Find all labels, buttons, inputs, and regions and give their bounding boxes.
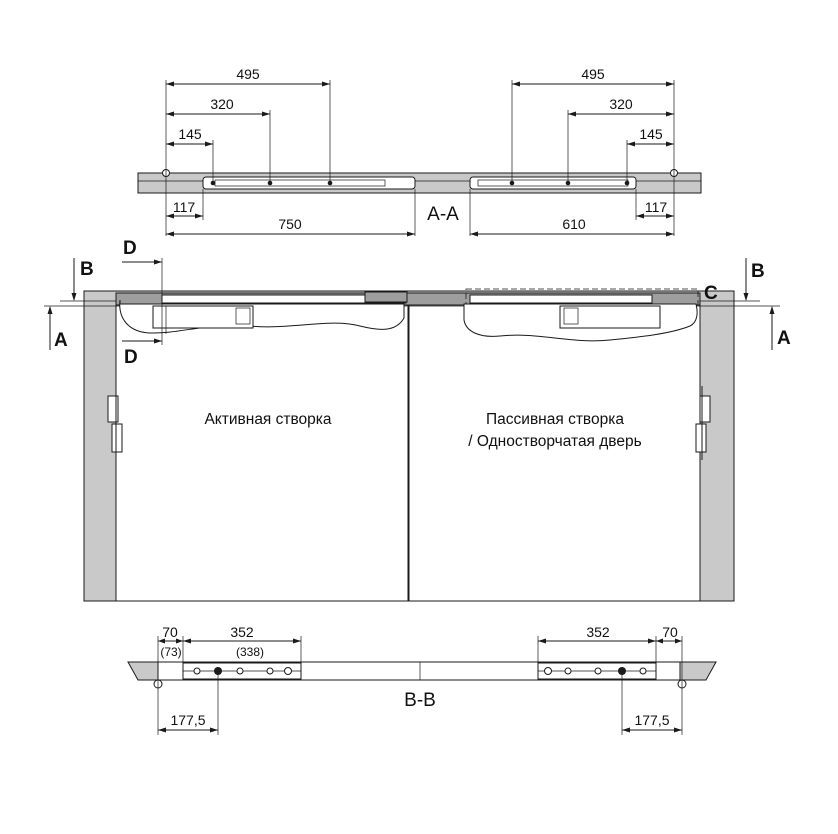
marker-b-left: B (80, 259, 94, 280)
left-hinge-bottom (111, 423, 123, 453)
dim-bottom-left-352: 352 (230, 624, 254, 640)
dim-left-750: 750 (278, 216, 302, 232)
right-hinge-top (699, 395, 711, 423)
dim-bottom-left-338: (338) (236, 645, 264, 659)
dim-right-495: 495 (581, 66, 605, 82)
marker-c: C (704, 283, 718, 304)
label-active-leaf: Активная створка (204, 411, 331, 428)
front-view: D D B A B A C Активная створка Пассивная… (44, 238, 791, 602)
marker-d-bottom: D (124, 347, 138, 368)
bottom-view-section-b-b: 70 (73) 352 (338) 177,5 352 70 177,5 B-B (127, 624, 717, 735)
top-view-section-a-a: 495 320 145 117 750 495 320 145 117 (137, 66, 702, 237)
center-coordinator (364, 291, 408, 303)
right-mounting-plate (469, 176, 637, 190)
dim-bottom-left-73: (73) (160, 645, 181, 659)
dim-left-320: 320 (210, 96, 234, 112)
marker-d-top: D (123, 238, 137, 259)
dim-left-117: 117 (173, 199, 196, 215)
dim-right-145: 145 (639, 126, 663, 142)
dim-bottom-left-70: 70 (162, 624, 178, 640)
dim-bottom-right-352: 352 (586, 624, 610, 640)
dim-left-495: 495 (236, 66, 260, 82)
dim-right-610: 610 (562, 216, 586, 232)
left-arm-box (152, 305, 254, 329)
label-passive-leaf-line1: Пассивная створка (486, 411, 624, 428)
right-hinge-bottom (695, 423, 707, 453)
passive-leaf (408, 300, 701, 602)
marker-a-left: A (54, 330, 68, 351)
right-arm-box (559, 305, 661, 329)
active-leaf (115, 300, 409, 602)
label-passive-leaf-line2: / Одностворчатая дверь (468, 433, 641, 450)
dim-right-117: 117 (645, 199, 668, 215)
dim-left-145: 145 (178, 126, 202, 142)
section-label-a-a: A-A (427, 204, 459, 225)
dim-bottom-right-177-5: 177,5 (634, 712, 669, 728)
right-closer-body (469, 294, 653, 304)
marker-b-right: B (751, 261, 765, 282)
left-hinge-top (107, 395, 119, 423)
section-label-b-b: B-B (404, 690, 436, 711)
dim-bottom-right-70: 70 (662, 624, 678, 640)
left-mounting-plate (202, 176, 416, 190)
dim-bottom-left-177-5: 177,5 (170, 712, 205, 728)
dim-right-320: 320 (609, 96, 633, 112)
marker-a-right: A (777, 328, 791, 349)
